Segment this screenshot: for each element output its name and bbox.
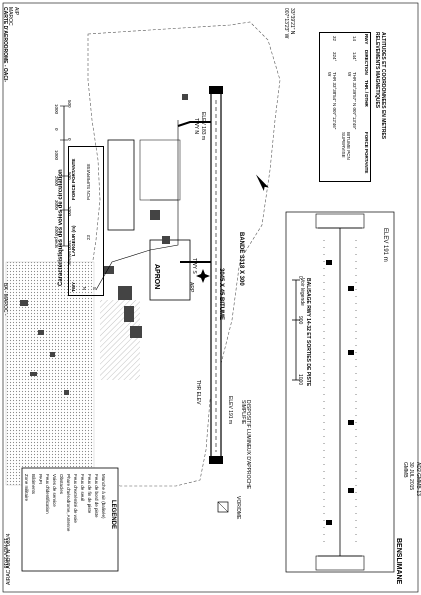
twy-col-twy: TWY — [71, 282, 76, 292]
elevation: ELEV 191 m — [382, 228, 388, 262]
legend-item-7: Obstacles — [59, 474, 64, 495]
rwy-row-2-thr: THR 33°38'54" N 007°12'46" W — [327, 72, 337, 130]
legend-item-5: Feux d'extrémité de voie — [73, 474, 78, 523]
legend-item-2: Feux de bord de piste — [94, 474, 99, 518]
rwy-table: ALTITUDES ET COORDONNEES EN METRES RELEV… — [315, 32, 386, 182]
coord-n: 33°39'21" N — [289, 8, 295, 35]
coord-w: 007°13'23" W — [283, 8, 289, 39]
ident-top: GMMB — [402, 462, 408, 478]
legend-item-11: Bâtiments — [31, 474, 36, 495]
twy-row-1-twy: N — [82, 286, 87, 290]
footer-code: BA - MAROC - — [2, 283, 8, 316]
legend-item-10: PAPI — [38, 474, 43, 484]
scale-m-5: 1500 Mètres — [67, 240, 72, 266]
twy-table: Caractéristiques des voies de circulatio… — [58, 146, 106, 296]
chart-title: CARTE D'AERODROME - OACI- — [2, 7, 8, 83]
legend-item-1: Manche à air (balisée) — [101, 474, 106, 519]
scale-ft-3: 1000 — [54, 150, 59, 161]
rwy-row-1-rwy: 14 — [352, 36, 357, 42]
twy-s-label: TWY S — [191, 258, 197, 274]
thr-elev-label: THR ELEV — [195, 380, 201, 405]
twy-row-1-force: PCN SUPERVISE — [86, 163, 91, 200]
arp-label: ARP — [188, 282, 194, 293]
vor-dme-symbol — [217, 501, 229, 513]
runway-surface-label: 3045 X 45 BITUME — [218, 268, 224, 321]
apron-label: APRON — [153, 264, 160, 290]
scale-ft-5: 3000 — [54, 200, 59, 211]
lighting-diagram-frame — [285, 211, 395, 573]
scale-m-2: 0 — [67, 138, 72, 141]
scale-ft-4: 2000 — [54, 176, 59, 187]
apron — [149, 239, 191, 301]
legend-frame — [21, 467, 119, 572]
scale-right-0: 0 — [297, 276, 303, 279]
twy-row-2-twy: S — [92, 286, 97, 290]
legend-item-12: Zone militaire — [24, 474, 29, 502]
rwy-row-1-force: BITUME PCN SUPERVISE — [341, 132, 351, 160]
scale-m-1: 500 — [67, 100, 72, 108]
scale-ft-6: 4000 pieds — [54, 226, 59, 249]
rwy-col-force: FORCE PORTANTE — [364, 132, 369, 174]
aip-label: AIP — [13, 7, 19, 16]
thr32-elev: ELEV 191 m — [227, 396, 233, 425]
aip-ref: AD2 GMMB-13 — [415, 462, 421, 496]
rwy-col-rwy: RWY — [364, 34, 369, 45]
scale-ft-2: 0 — [54, 128, 59, 131]
twy-row-1-width: 23 — [86, 234, 91, 240]
runway-strip-label: BANDE 3318 X 300 — [238, 232, 244, 286]
arp-marker — [196, 269, 210, 283]
rwy-col-dir: DIRECTION — [364, 50, 369, 75]
rwy-col-thr: THR. / DTHR — [364, 80, 369, 107]
rwy-table-title-2: RELEVEMENTS MAGNETIQUES — [374, 32, 380, 109]
airport-name: BENSLIMANE — [395, 538, 402, 585]
rwy-row-2-dir: 324° — [332, 52, 337, 62]
rwy-row-1-thr: THR 33°39'57" N 007°13'49" W — [347, 72, 357, 130]
legend-item-4: Feux de seuil — [80, 474, 85, 501]
rwy-row-2-rwy: 32 — [332, 36, 337, 42]
legend-item-3: Feux de fin de piste — [87, 474, 92, 514]
north-arrow — [255, 174, 269, 191]
urban-area — [5, 261, 95, 486]
taxiway-n — [177, 121, 211, 127]
vor-label: VOR/DME — [235, 496, 241, 520]
papi-note: DISPOSITIF LUMINEUX D'APPROCHE SIMPLIFIE — [240, 400, 251, 490]
twy-n-label: TWY N — [193, 118, 199, 135]
lighting-note: Voir légende — [299, 278, 305, 306]
lighting-title: BALISAGE RWY 14-32 ET SORTIES DE PISTE — [305, 278, 311, 387]
scale-right-1000: 1000 — [297, 374, 303, 386]
legend-item-8: Voies de service — [52, 474, 57, 507]
legend-item-6: Phare d'aérodrome, Antenne — [66, 474, 71, 532]
scale-right-900: 900 — [297, 316, 303, 325]
scale-m-3: 500 — [67, 172, 72, 180]
rwy-row-1-dir: 144° — [352, 52, 357, 62]
footer-amdt-text: AIRAC AMDT N° 003/4 — [6, 533, 12, 585]
rwy-table-title-1: ALTITUDES ET COORDONNEES EN METRES — [380, 32, 386, 140]
thr14-elev: ELEV 183 m — [200, 112, 206, 141]
scale-m-4: 1000 — [67, 206, 72, 217]
scale-ft-1: 1000 — [54, 104, 59, 115]
aerodrome-boundary — [83, 21, 281, 487]
legend-title: LEGENDE — [110, 500, 116, 530]
legend: LEGENDE Manche à air (balisée) Feux de b… — [24, 470, 118, 570]
chart-date: 30 JUL 2015 — [408, 462, 414, 491]
service-road — [95, 120, 179, 291]
legend-item-9: Feux d'identification — [45, 474, 50, 514]
